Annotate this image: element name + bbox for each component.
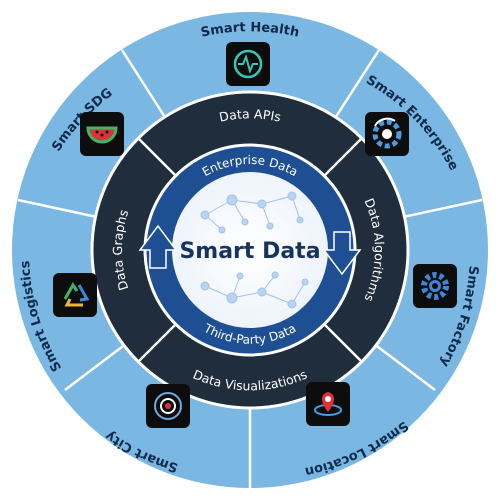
- watermelon-icon: [80, 112, 124, 156]
- right-arrow-icon: [322, 231, 362, 276]
- heartbeat-monitor-icon: [226, 42, 270, 86]
- center-title: Smart Data: [179, 239, 320, 264]
- middle-segment-data-graphs: Data Graphs: [110, 208, 131, 293]
- cycle-arrows: [138, 224, 362, 276]
- svg-text:Smart Health: Smart Health: [199, 20, 300, 40]
- left-arrow-icon: [138, 224, 178, 269]
- recycle-arrows-icon: [53, 273, 97, 317]
- svg-text:Data Graphs: Data Graphs: [110, 208, 131, 293]
- svg-text:Data APIs: Data APIs: [218, 106, 283, 124]
- network-graphic: [200, 191, 309, 309]
- map-pin-icon: [306, 382, 350, 426]
- gear-cycle-icon: [365, 112, 409, 156]
- target-compass-icon: [146, 384, 190, 428]
- gear-icon: [413, 264, 457, 308]
- middle-segment-data-apis: Data APIs: [218, 106, 283, 124]
- outer-segment-smart-health: Smart Health: [199, 20, 300, 40]
